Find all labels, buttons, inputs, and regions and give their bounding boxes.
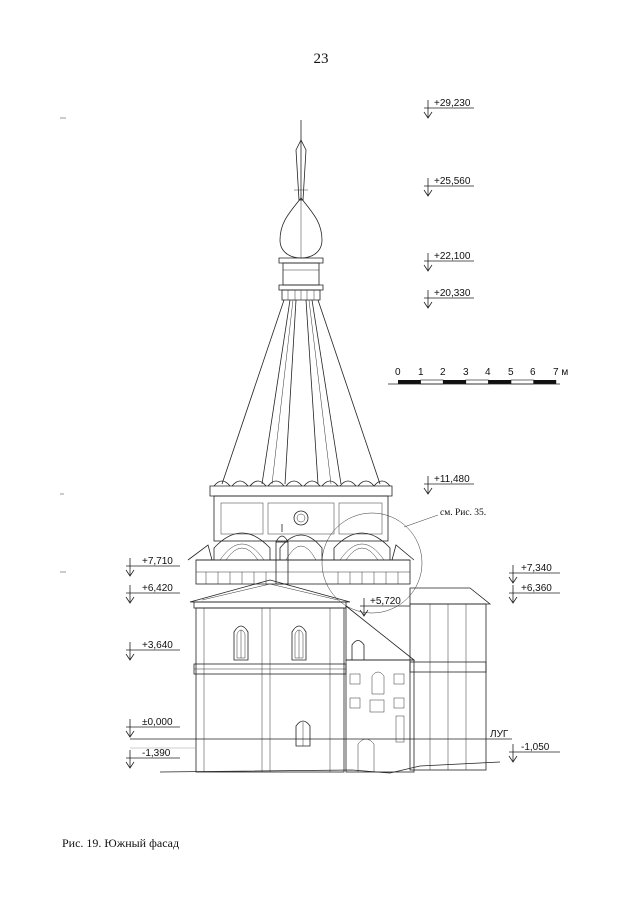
detail-reference: см. Рис. 35. — [440, 508, 486, 518]
level-mark: +6,360 — [508, 583, 560, 604]
svg-text:+5,720: +5,720 — [370, 596, 401, 607]
level-mark: +3,640 — [125, 640, 180, 661]
scale-tick: 6 — [530, 367, 536, 378]
scale-tick: 1 — [418, 367, 424, 378]
level-mark: +20,330 — [423, 288, 474, 309]
svg-text:±0,000: ±0,000 — [142, 717, 173, 728]
level-mark: +7,340 — [508, 563, 560, 584]
detail-circle — [321, 512, 423, 614]
meadow-label: ЛУГ — [490, 729, 509, 740]
svg-text:+6,420: +6,420 — [142, 583, 173, 594]
level-mark: +6,420 — [125, 583, 180, 604]
svg-text:+6,360: +6,360 — [521, 583, 552, 594]
level-mark: -1,390 — [125, 748, 180, 769]
svg-text:+7,710: +7,710 — [142, 556, 173, 567]
window-lower — [295, 720, 311, 747]
octagon-tier — [213, 495, 389, 542]
scale-tick: 4 — [485, 367, 491, 378]
east-wing — [409, 587, 492, 771]
main-body — [189, 579, 351, 773]
level-mark: +29,230 — [423, 98, 474, 119]
zakomara-arches — [187, 524, 415, 585]
level-mark: +5,720 — [359, 596, 410, 617]
svg-text:+3,640: +3,640 — [142, 640, 173, 651]
svg-text:-1,050: -1,050 — [521, 742, 550, 753]
tent-roof — [221, 299, 381, 485]
level-mark: +25,560 — [423, 176, 474, 197]
page-number: 23 — [313, 51, 329, 67]
figure-caption: Рис. 19. Южный фасад — [62, 836, 180, 850]
svg-text:+7,340: +7,340 — [521, 563, 552, 574]
svg-text:+11,480: +11,480 — [434, 474, 470, 485]
ground-line — [159, 761, 501, 774]
scale-tick: 0 — [395, 367, 401, 378]
scale-tick: 3 — [463, 367, 469, 378]
level-mark: +11,480 — [423, 474, 474, 495]
svg-text:+29,230: +29,230 — [434, 98, 471, 109]
scale-tick: 5 — [508, 367, 514, 378]
svg-text:+22,100: +22,100 — [434, 251, 471, 262]
level-mark: +7,710 — [125, 556, 180, 577]
level-mark: ±0,000 — [125, 717, 180, 738]
svg-text:-1,390: -1,390 — [142, 748, 171, 759]
level-mark: +22,100 — [423, 251, 474, 272]
level-mark: -1,050 — [508, 742, 560, 763]
svg-text:+20,330: +20,330 — [434, 288, 471, 299]
scale-tick: 2 — [440, 367, 446, 378]
spire — [278, 120, 324, 301]
svg-text:+25,560: +25,560 — [434, 176, 471, 187]
scale-tick: 7 м — [553, 367, 568, 378]
kokoshnik-row — [209, 480, 393, 497]
windows-upper — [233, 625, 307, 661]
scale-bar: 0 1 2 3 4 5 6 7 м — [388, 367, 568, 385]
porch-annex — [345, 605, 416, 773]
